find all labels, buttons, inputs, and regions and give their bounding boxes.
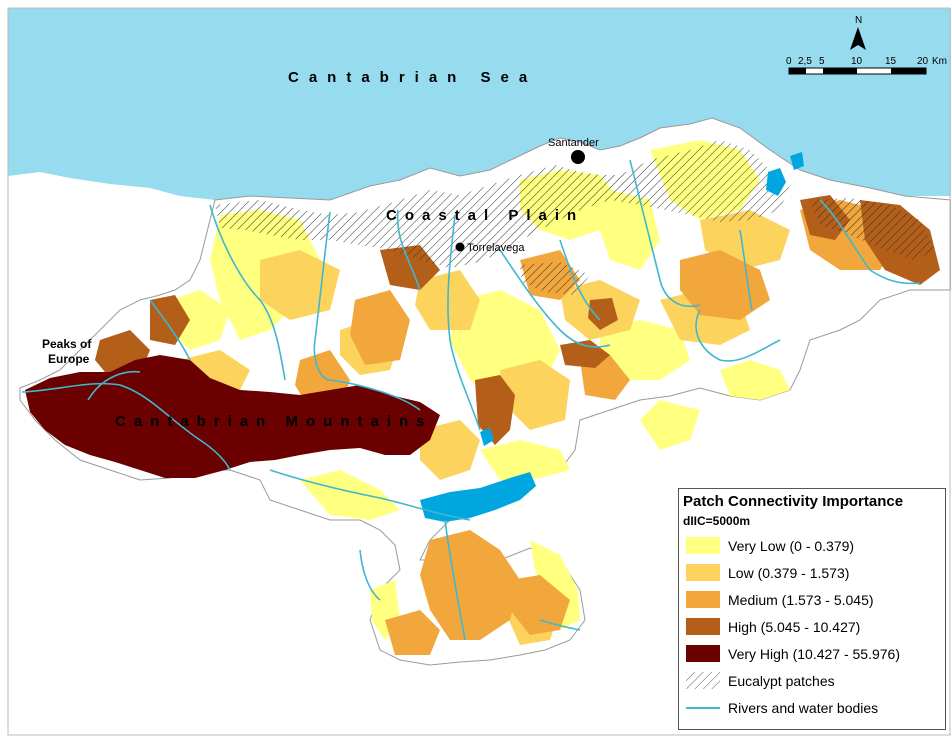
scale-tick-0: 0 bbox=[786, 56, 792, 67]
scale-bar: 0 2,5 5 10 15 20 Km bbox=[786, 56, 947, 75]
scale-tick-15: 15 bbox=[885, 56, 897, 67]
north-arrow-icon: N bbox=[850, 15, 866, 50]
legend-swatch-eucalypt bbox=[686, 672, 720, 689]
cantabrian-mountains-label: Cantabrian Mountains bbox=[115, 413, 433, 430]
scale-tick-10: 10 bbox=[851, 56, 863, 67]
legend-label-rivers: Rivers and water bodies bbox=[728, 699, 879, 716]
legend-label-very-low: Very Low (0 - 0.379) bbox=[728, 537, 855, 554]
legend-subtitle: dIIC=5000m bbox=[683, 514, 751, 528]
patches-very-high bbox=[25, 355, 440, 478]
coastal-plain-label: Coastal Plain bbox=[386, 207, 584, 224]
legend-item-low: Low (0.379 - 1.573) bbox=[683, 559, 945, 586]
legend-label-high: High (5.045 - 10.427) bbox=[728, 618, 861, 635]
legend-title: Patch Connectivity Importance bbox=[683, 493, 904, 510]
legend-swatch-medium bbox=[686, 591, 720, 608]
legend-item-medium: Medium (1.573 - 5.045) bbox=[683, 586, 945, 613]
water-bodies bbox=[420, 152, 804, 522]
sea-label: Cantabrian Sea bbox=[288, 69, 537, 86]
peaks-of-europe-label-line2: Europe bbox=[48, 352, 90, 366]
scale-tick-2-5: 2,5 bbox=[798, 56, 812, 67]
legend: Patch Connectivity Importance dIIC=5000m… bbox=[678, 488, 946, 730]
santander-marker bbox=[571, 150, 585, 164]
scale-tick-5: 5 bbox=[819, 56, 825, 67]
legend-label-low: Low (0.379 - 1.573) bbox=[728, 564, 850, 581]
scale-unit: Km bbox=[932, 56, 947, 67]
legend-item-high: High (5.045 - 10.427) bbox=[683, 613, 945, 640]
map-frame bbox=[7, 7, 951, 736]
santander-label: Santander bbox=[548, 137, 599, 149]
legend-swatch-rivers bbox=[686, 707, 720, 709]
legend-label-very-high: Very High (10.427 - 55.976) bbox=[728, 645, 900, 662]
scale-tick-20: 20 bbox=[917, 56, 929, 67]
legend-label-medium: Medium (1.573 - 5.045) bbox=[728, 591, 874, 608]
legend-item-eucalypt: Eucalypt patches bbox=[683, 667, 945, 694]
torrelavega-label: Torrelavega bbox=[467, 242, 525, 254]
peaks-of-europe-label-line1: Peaks of bbox=[42, 337, 92, 351]
cantabrian-sea bbox=[8, 8, 951, 200]
legend-item-very-high: Very High (10.427 - 55.976) bbox=[683, 640, 945, 667]
legend-swatch-low bbox=[686, 564, 720, 581]
legend-swatch-very-high bbox=[686, 645, 720, 662]
eucalypt-patches bbox=[215, 140, 935, 295]
legend-label-eucalypt: Eucalypt patches bbox=[728, 672, 835, 689]
north-label: N bbox=[855, 15, 862, 26]
legend-swatch-high bbox=[686, 618, 720, 635]
torrelavega-marker bbox=[455, 242, 465, 252]
legend-item-very-low: Very Low (0 - 0.379) bbox=[683, 532, 945, 559]
legend-swatch-very-low bbox=[686, 537, 720, 554]
legend-item-rivers: Rivers and water bodies bbox=[683, 694, 945, 721]
rivers bbox=[21, 159, 921, 641]
